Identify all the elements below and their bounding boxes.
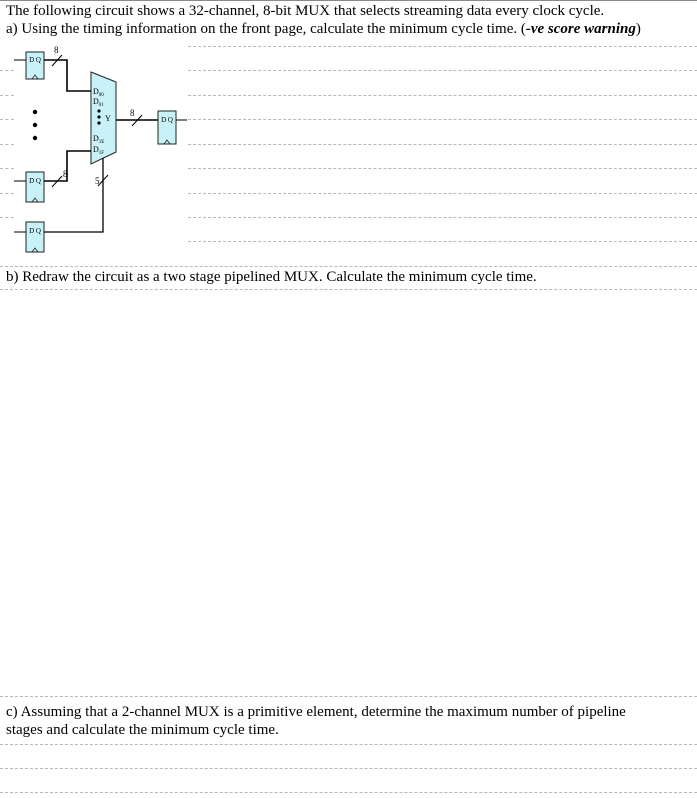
answer-line — [0, 168, 14, 169]
mux-output-y: Y — [105, 114, 111, 123]
mux-circuit-diagram: D Q D Q D Q D Q D00 D01 Y D1E D1F 8 8 5 — [14, 45, 187, 253]
answer-line — [0, 144, 14, 145]
part-a-close: ) — [635, 21, 641, 37]
ff-label: D Q — [161, 116, 173, 124]
ff-label: D Q — [29, 56, 41, 64]
answer-line — [0, 266, 697, 267]
answer-line — [0, 217, 14, 218]
answer-line — [188, 95, 697, 96]
input-flipflop-0: D Q — [14, 51, 45, 80]
intro-text: The following circuit shows a 32-channel… — [6, 3, 605, 19]
answer-line — [0, 193, 14, 194]
mux-32to1 — [90, 71, 117, 165]
select-flipflop: D Q — [14, 221, 45, 253]
mux-input-d01: D01 — [93, 97, 104, 108]
answer-line — [0, 70, 14, 71]
bus-width-label: 8 — [54, 45, 59, 55]
answer-line — [188, 241, 697, 242]
bus-width-label: 8 — [63, 169, 68, 179]
answer-line — [188, 144, 697, 145]
bus-width-label: 5 — [95, 176, 100, 186]
answer-line — [188, 168, 697, 169]
answer-line — [0, 95, 14, 96]
part-a-warning: -ve score warning — [525, 21, 636, 37]
mux-input-d1e: D1E — [93, 134, 104, 145]
part-b-question: b) Redraw the circuit as a two stage pip… — [6, 269, 537, 285]
ff-label: D Q — [29, 177, 41, 185]
output-flipflop: D Q — [157, 110, 187, 145]
answer-line — [0, 119, 14, 120]
answer-line — [0, 289, 697, 290]
mux-input-d1f: D1F — [93, 145, 104, 156]
answer-line — [0, 792, 697, 793]
answer-line — [0, 696, 697, 697]
part-a-text: a) Using the timing information on the f… — [6, 21, 526, 37]
input-flipflop-31: D Q — [14, 171, 45, 203]
answer-line — [188, 119, 697, 120]
top-border — [0, 0, 697, 1]
answer-line — [0, 744, 697, 745]
answer-line — [188, 70, 697, 71]
part-c-question-line2: stages and calculate the minimum cycle t… — [6, 722, 279, 738]
answer-line — [0, 768, 697, 769]
answer-line — [188, 217, 697, 218]
mux-input-d00: D00 — [93, 87, 104, 98]
part-a-question: a) Using the timing information on the f… — [6, 20, 641, 38]
answer-line — [188, 46, 697, 47]
answer-line — [188, 193, 697, 194]
ff-label: D Q — [29, 227, 41, 235]
bus-width-label: 8 — [130, 108, 135, 118]
part-c-question-line1: c) Assuming that a 2-channel MUX is a pr… — [6, 704, 626, 720]
